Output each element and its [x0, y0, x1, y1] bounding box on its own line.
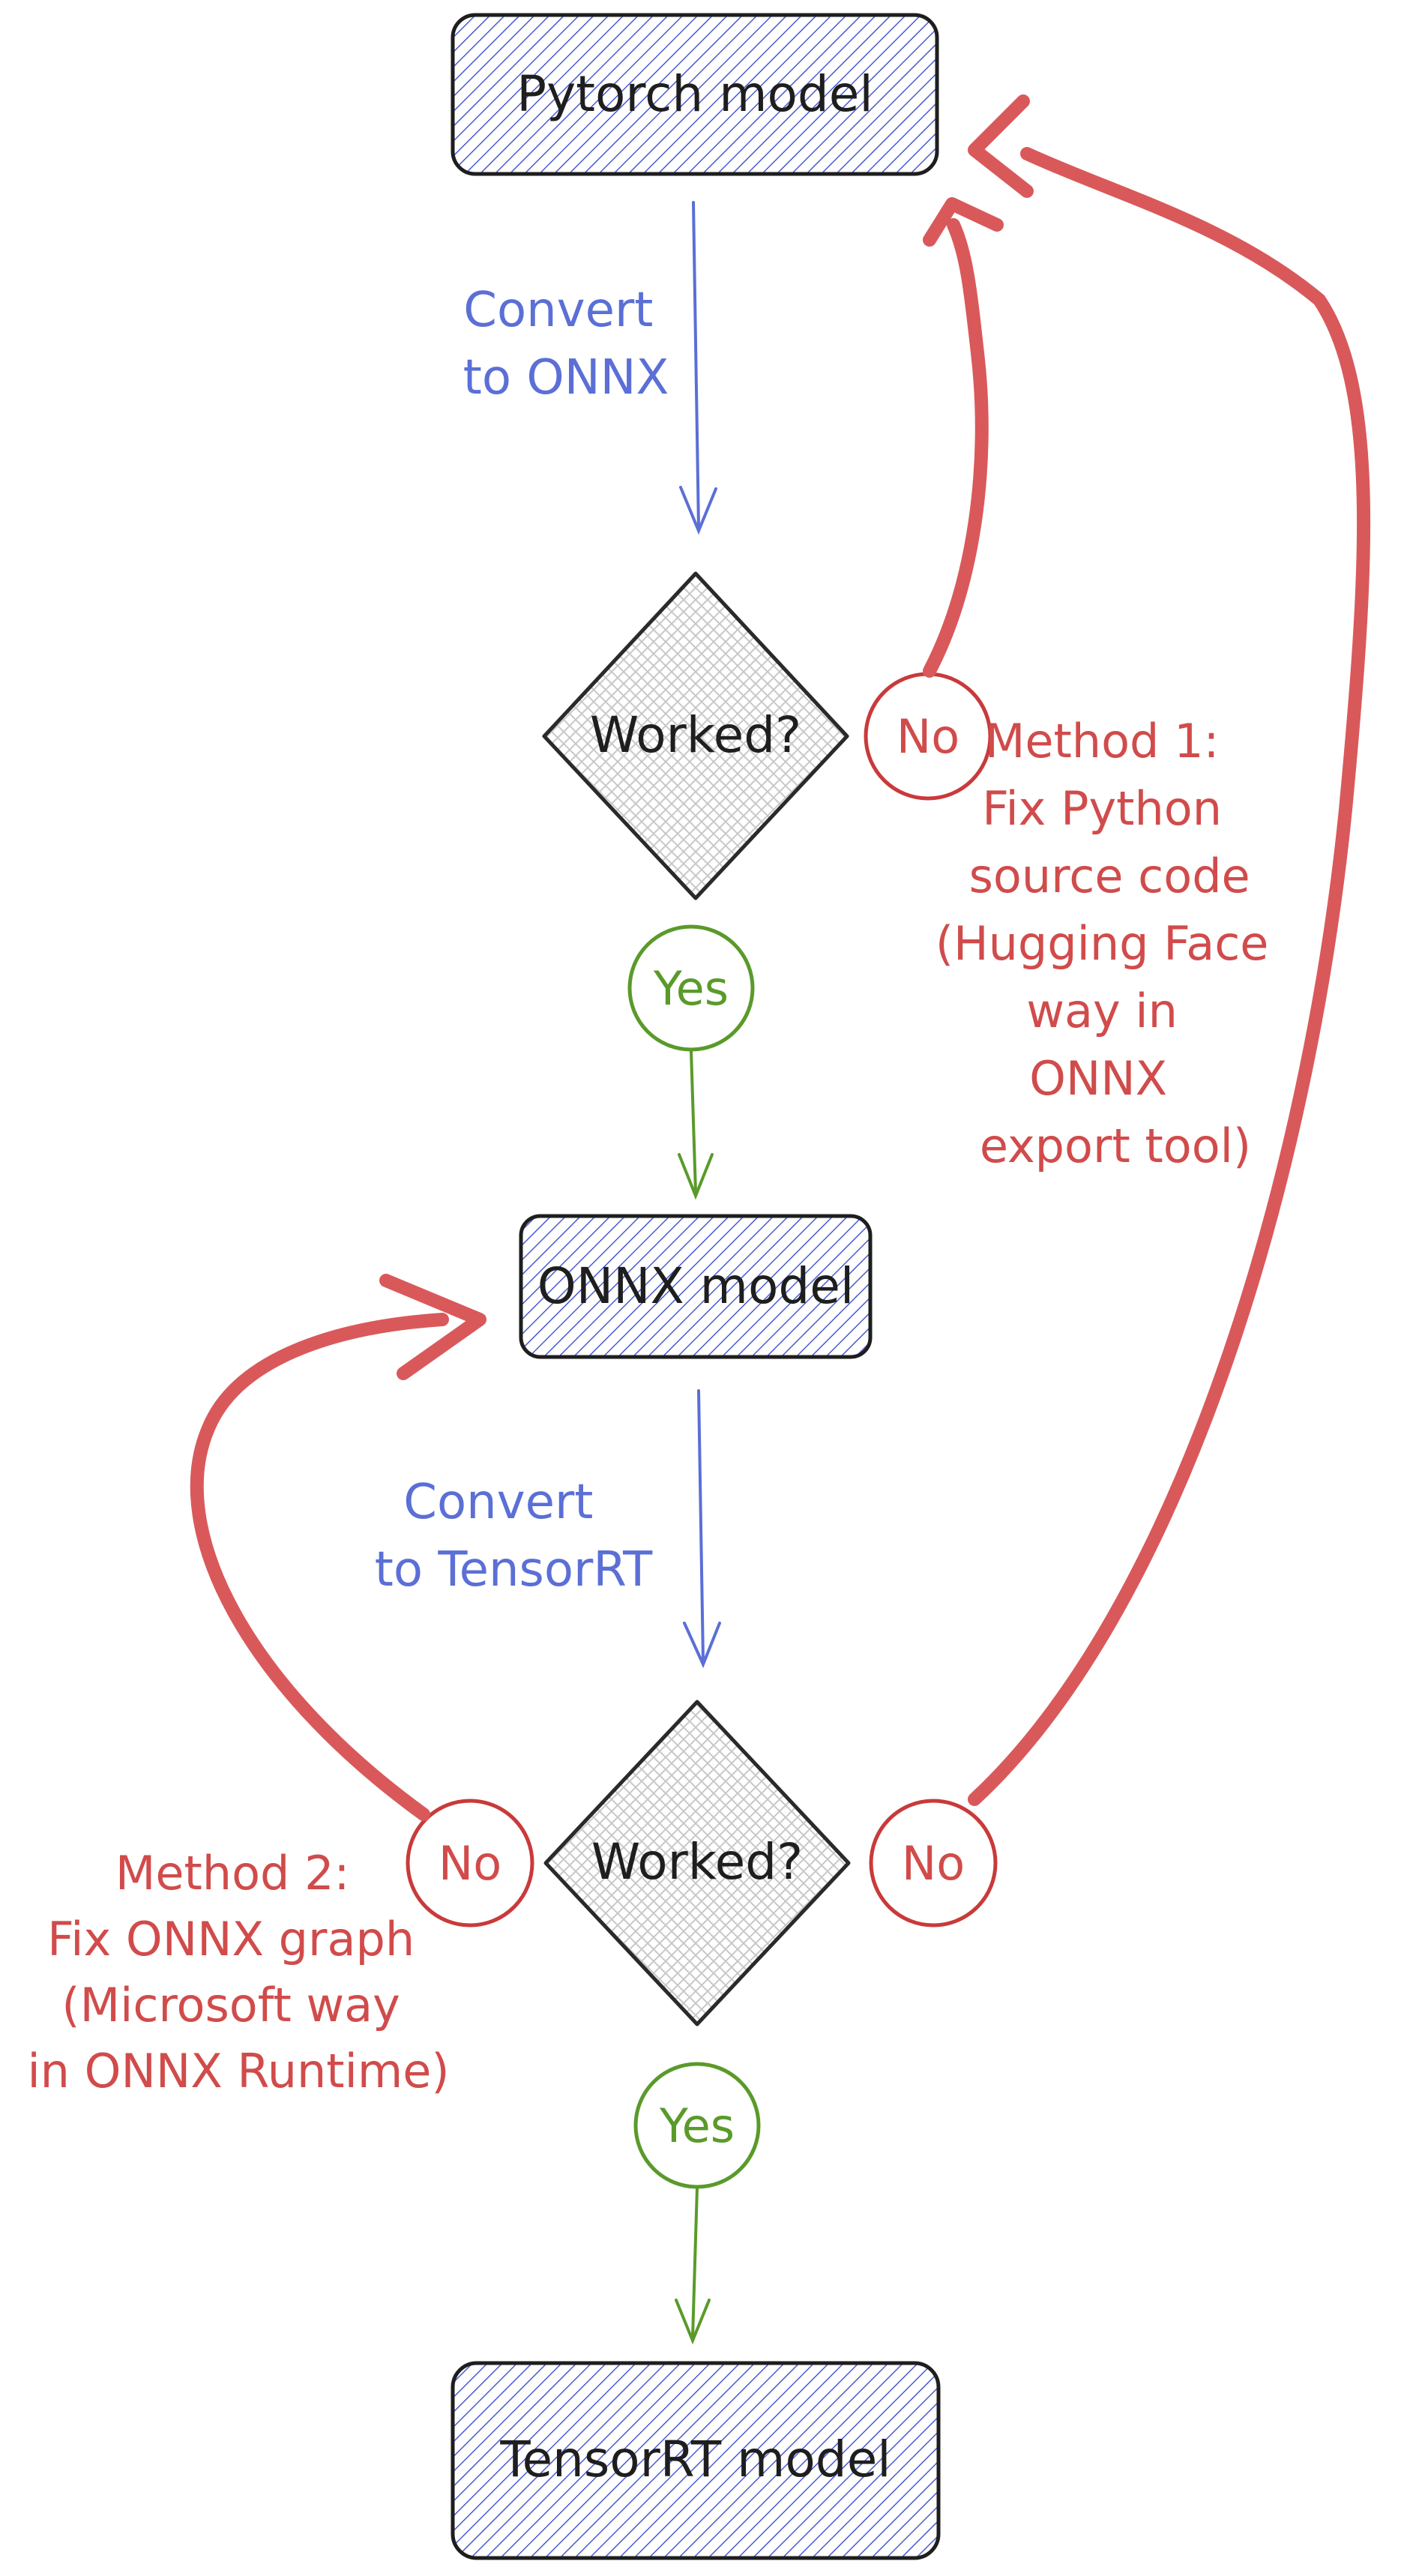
yes-1-arrow [678, 1050, 714, 1200]
method-2-note: Method 2: Fix ONNX graph (Microsoft way … [27, 1846, 449, 2098]
method-2-loop-arrow [190, 1274, 486, 1821]
worked-decision-1-label: Worked? [590, 706, 801, 764]
method-1-loop-arrow [923, 197, 1004, 678]
worked-decision-2: Worked? [543, 1700, 851, 2026]
convert-tensorrt-arrow [683, 1389, 721, 1669]
onnx-model-label: ONNX model [537, 1257, 854, 1315]
convert-tensorrt-label: Convert to TensorRT [375, 1475, 653, 1598]
no-1-label: No [897, 709, 959, 764]
no-right-connector: No [869, 1799, 998, 1928]
no-1-connector: No [864, 672, 992, 801]
convert-onnx-arrow [679, 201, 717, 535]
method-1-note: Method 1: Fix Python source code (Huggin… [935, 714, 1283, 1173]
worked-decision-1: Worked? [542, 571, 849, 900]
tensorrt-failure-loop-arrow [968, 94, 1371, 1806]
no-right-label: No [902, 1836, 965, 1891]
pytorch-model-node: Pytorch model [451, 13, 939, 176]
pytorch-model-label: Pytorch model [516, 65, 873, 123]
yes-1-connector: Yes [627, 924, 755, 1052]
tensorrt-model-label: TensorRT model [499, 2431, 891, 2488]
yes-2-arrow [675, 2186, 711, 2345]
worked-decision-2-label: Worked? [591, 1833, 803, 1891]
no-left-connector: No [406, 1799, 534, 1928]
yes-1-label: Yes [653, 961, 729, 1016]
tensorrt-model-node: TensorRT model [451, 2361, 941, 2560]
no-left-label: No [439, 1836, 501, 1891]
yes-2-label: Yes [659, 2098, 735, 2153]
yes-2-connector: Yes [633, 2062, 761, 2189]
convert-onnx-label: Convert to ONNX [463, 283, 669, 406]
onnx-model-node: ONNX model [519, 1214, 873, 1359]
